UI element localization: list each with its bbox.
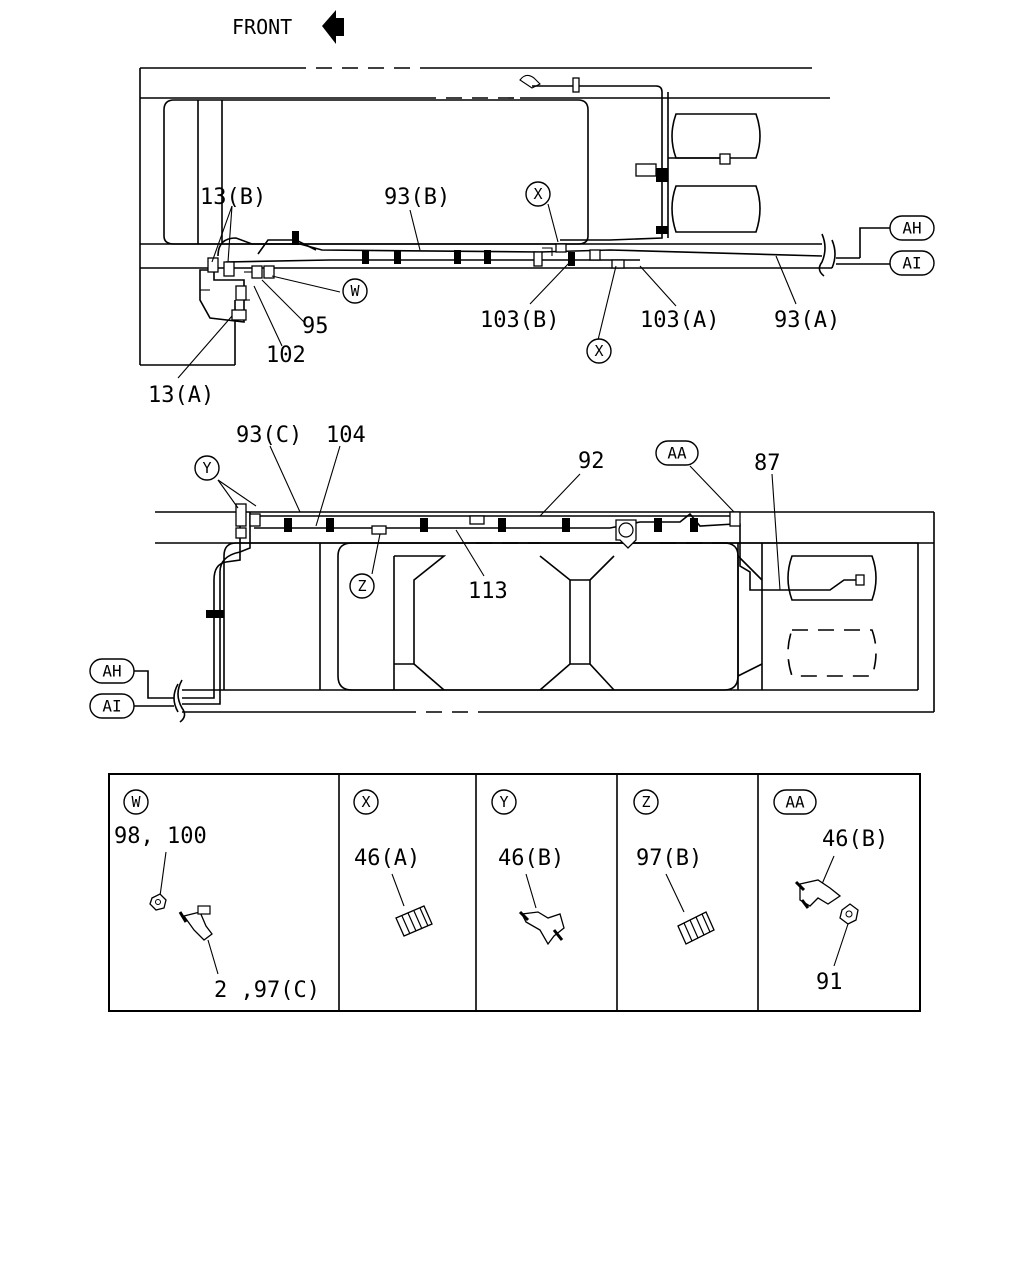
svg-text:AI: AI xyxy=(102,697,121,716)
detail-cell-y: Y 46(B) xyxy=(491,789,565,946)
lower-frame-view xyxy=(134,445,935,723)
detail-cell-aa: AA 46(B) 91 xyxy=(773,789,888,995)
detail-key-y: Y xyxy=(491,789,517,815)
part-label-113: 113 xyxy=(468,579,508,604)
detail-label-2-97c: 2 ,97(C) xyxy=(214,978,320,1003)
part-label-13a: 13(A) xyxy=(148,383,214,408)
part-label-104: 104 xyxy=(326,423,366,448)
front-label: FRONT xyxy=(232,15,292,39)
svg-text:X: X xyxy=(594,342,603,360)
front-arrow-icon xyxy=(322,10,344,44)
svg-text:Y: Y xyxy=(499,793,508,811)
detail-label-46a: 46(A) xyxy=(354,846,420,871)
detail-label-97b: 97(B) xyxy=(636,846,702,871)
detail-label-91: 91 xyxy=(816,970,843,995)
connector-ah-upper: AH xyxy=(889,215,935,241)
svg-text:X: X xyxy=(361,793,370,811)
nut-icon-aa xyxy=(839,903,859,925)
svg-text:Z: Z xyxy=(357,577,366,595)
svg-text:Z: Z xyxy=(641,793,650,811)
svg-text:W: W xyxy=(350,282,360,300)
part-label-92: 92 xyxy=(578,449,605,474)
union-fitting-icon xyxy=(178,905,213,941)
callout-z: Z xyxy=(349,573,375,599)
tee-fitting-icon-aa xyxy=(794,879,842,909)
detail-label-46b-y: 46(B) xyxy=(498,846,564,871)
upper-frame-view xyxy=(139,67,890,379)
svg-text:AI: AI xyxy=(902,254,921,273)
nut-icon xyxy=(149,893,167,911)
callout-x-lower: X xyxy=(586,338,612,364)
callout-y: Y xyxy=(194,455,220,481)
part-label-93a: 93(A) xyxy=(774,308,840,333)
part-label-103b: 103(B) xyxy=(480,308,559,333)
spring-guard-icon-z xyxy=(677,911,715,945)
connector-ai-upper: AI xyxy=(889,250,935,276)
svg-text:X: X xyxy=(533,185,542,203)
detail-key-w: W xyxy=(123,789,149,815)
spring-guard-icon xyxy=(395,905,433,937)
connector-ai-lower: AI xyxy=(89,693,135,719)
svg-text:Y: Y xyxy=(202,459,211,477)
part-label-13b: 13(B) xyxy=(200,185,266,210)
part-label-87: 87 xyxy=(754,451,781,476)
connector-ah-lower: AH xyxy=(89,658,135,684)
svg-text:AA: AA xyxy=(785,793,805,812)
svg-text:W: W xyxy=(131,793,141,811)
detail-key-aa: AA xyxy=(773,789,817,815)
svg-text:AH: AH xyxy=(902,219,921,238)
detail-table xyxy=(108,773,921,1012)
svg-text:AH: AH xyxy=(102,662,121,681)
part-label-103a: 103(A) xyxy=(640,308,719,333)
part-label-93b: 93(B) xyxy=(384,185,450,210)
callout-aa: AA xyxy=(655,440,699,466)
part-label-102: 102 xyxy=(266,343,306,368)
svg-text:AA: AA xyxy=(667,444,687,463)
callout-w: W xyxy=(342,278,368,304)
part-label-93c: 93(C) xyxy=(236,423,302,448)
detail-cell-z: Z 97(B) xyxy=(633,789,715,945)
detail-label-46b-aa: 46(B) xyxy=(822,827,888,852)
detail-cell-x: X 46(A) xyxy=(353,789,433,937)
callout-x-upper: X xyxy=(525,181,551,207)
detail-key-x: X xyxy=(353,789,379,815)
detail-cell-w: W 98, 100 2 ,97(C) xyxy=(114,789,320,1003)
detail-label-98-100: 98, 100 xyxy=(114,824,207,849)
tee-fitting-icon xyxy=(518,910,565,946)
detail-key-z: Z xyxy=(633,789,659,815)
part-label-95: 95 xyxy=(302,314,329,339)
